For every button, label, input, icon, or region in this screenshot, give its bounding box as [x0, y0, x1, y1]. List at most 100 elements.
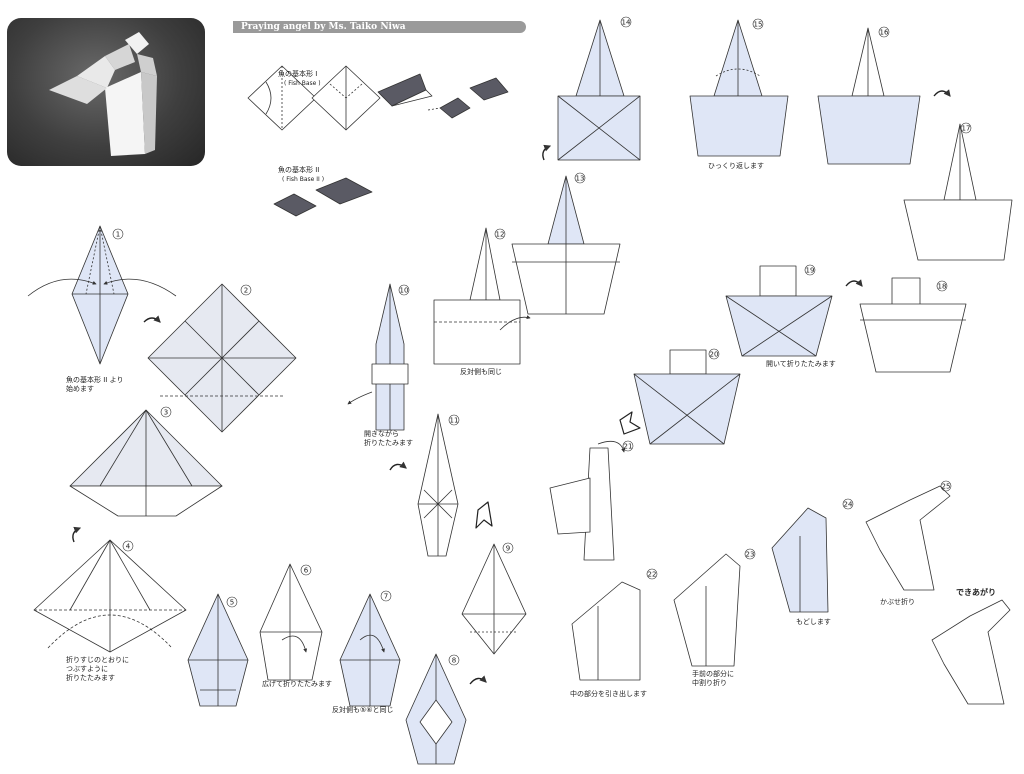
step-14-diagram [557, 19, 641, 161]
step-5-diagram [187, 593, 249, 707]
step-1-diagram [27, 225, 177, 365]
step-9-diagram [461, 543, 527, 655]
step-15-diagram [689, 19, 789, 157]
step-4-caption: 折りすじのとおりに つぶすように 折りたたみます [66, 656, 129, 682]
step-2-diagram [147, 283, 297, 433]
fish-base-jp-label: 魚の基本形 I [278, 70, 318, 78]
step-11-diagram [417, 413, 459, 557]
step-25-diagram [865, 485, 951, 591]
finished-diagram [931, 599, 1011, 705]
fish-base2-form-1 [273, 193, 317, 217]
fish-base-form-4 [427, 97, 471, 119]
banner-title: Praying angel by Ms. Taiko Niwa [241, 22, 406, 32]
step-16-diagram [817, 27, 921, 165]
svg-text:22: 22 [648, 571, 657, 579]
step-25-caption: かぶせ折り [880, 598, 915, 606]
step-13-diagram [511, 175, 621, 315]
svg-text:8: 8 [452, 657, 456, 665]
fish-base-form-3 [377, 73, 433, 107]
svg-text:9: 9 [506, 545, 510, 553]
step-number-3: 3 [160, 406, 172, 418]
fish-base2-form-2 [315, 177, 373, 205]
step-number-21: 21 [622, 440, 634, 452]
svg-text:21: 21 [624, 443, 633, 451]
turn-over-arrows [72, 89, 951, 685]
step-number-7: 7 [380, 590, 392, 602]
svg-text:12: 12 [496, 231, 505, 239]
svg-text:11: 11 [450, 417, 459, 425]
step-number-4: 4 [122, 540, 134, 552]
step-number-20: 20 [708, 348, 720, 360]
svg-text:19: 19 [806, 267, 815, 275]
step-21-diagram [549, 440, 626, 561]
step-10-caption: 開きながら 折りたたみます [364, 430, 413, 447]
step-4-diagram [33, 539, 187, 653]
svg-text:4: 4 [126, 543, 131, 551]
finished-model-photo [7, 18, 205, 166]
step-number-18: 18 [936, 280, 948, 292]
angel-photo-figure [49, 32, 157, 156]
svg-text:7: 7 [384, 593, 388, 601]
svg-text:6: 6 [304, 567, 309, 575]
step-22-caption: 中の部分を引き出します [570, 690, 647, 698]
step-24-diagram [771, 507, 829, 613]
svg-text:20: 20 [710, 351, 719, 359]
fish-base2-jp-label: 魚の基本形 II [278, 166, 320, 174]
step-number-17: 17 [960, 122, 972, 134]
svg-text:23: 23 [746, 551, 755, 559]
step-10-diagram [347, 283, 409, 431]
svg-text:18: 18 [938, 283, 947, 291]
fish-base-en-label: ( Fish Base ) [284, 80, 321, 87]
step-number-14: 14 [620, 16, 632, 28]
step-22-diagram [571, 581, 641, 681]
step-20-diagram [633, 349, 741, 445]
step-number-23: 23 [744, 548, 756, 560]
step-24-caption: もどします [796, 618, 831, 626]
step-12-diagram [433, 227, 531, 365]
step-number-10: 10 [398, 284, 410, 296]
fish-base2-en-label: ( Fish Base II ) [282, 176, 325, 183]
step-15-caption: ひっくり返します [708, 162, 764, 170]
step-number-16: 16 [878, 26, 890, 38]
step-number-6: 6 [300, 564, 312, 576]
step-number-5: 5 [226, 596, 238, 608]
svg-text:13: 13 [576, 175, 585, 183]
step-number-24: 24 [842, 498, 854, 510]
fish-base-square-1 [247, 65, 317, 131]
title-banner: Praying angel by Ms. Taiko Niwa [233, 21, 526, 33]
svg-text:1: 1 [116, 231, 120, 239]
step-19-caption: 開いて折りたたみます [766, 360, 836, 368]
svg-text:10: 10 [400, 287, 409, 295]
step-23-diagram [673, 553, 741, 667]
step-number-19: 19 [804, 264, 816, 276]
svg-text:25: 25 [942, 483, 951, 491]
step-number-25: 25 [940, 480, 952, 492]
step-6-diagram [259, 563, 323, 681]
step-number-9: 9 [502, 542, 514, 554]
step-number-2: 2 [240, 284, 252, 296]
svg-text:2: 2 [244, 287, 248, 295]
finished-caption: できあがり [956, 588, 996, 597]
svg-text:16: 16 [880, 29, 889, 37]
step-19-diagram [725, 265, 833, 357]
step-number-13: 13 [574, 172, 586, 184]
step-6-caption: 広げて折りたたみます [262, 680, 332, 688]
step-number-8: 8 [448, 654, 460, 666]
step-number-15: 15 [752, 18, 764, 30]
fish-base-form-5 [469, 77, 509, 101]
step-18-diagram [859, 277, 967, 373]
step-number-22: 22 [646, 568, 658, 580]
svg-text:24: 24 [844, 501, 853, 509]
fish-base-square-2 [311, 65, 381, 131]
step-8-diagram [405, 653, 467, 765]
svg-text:15: 15 [754, 21, 763, 29]
step-number-12: 12 [494, 228, 506, 240]
step-17-diagram [903, 123, 1013, 261]
step-7-caption: 反対側も⑤⑥と同じ [332, 706, 394, 714]
step-1-caption: 魚の基本形 II より 始めます [66, 376, 124, 393]
step-7-diagram [339, 593, 401, 707]
svg-text:14: 14 [622, 19, 631, 27]
svg-text:5: 5 [230, 599, 234, 607]
svg-text:17: 17 [962, 125, 971, 133]
